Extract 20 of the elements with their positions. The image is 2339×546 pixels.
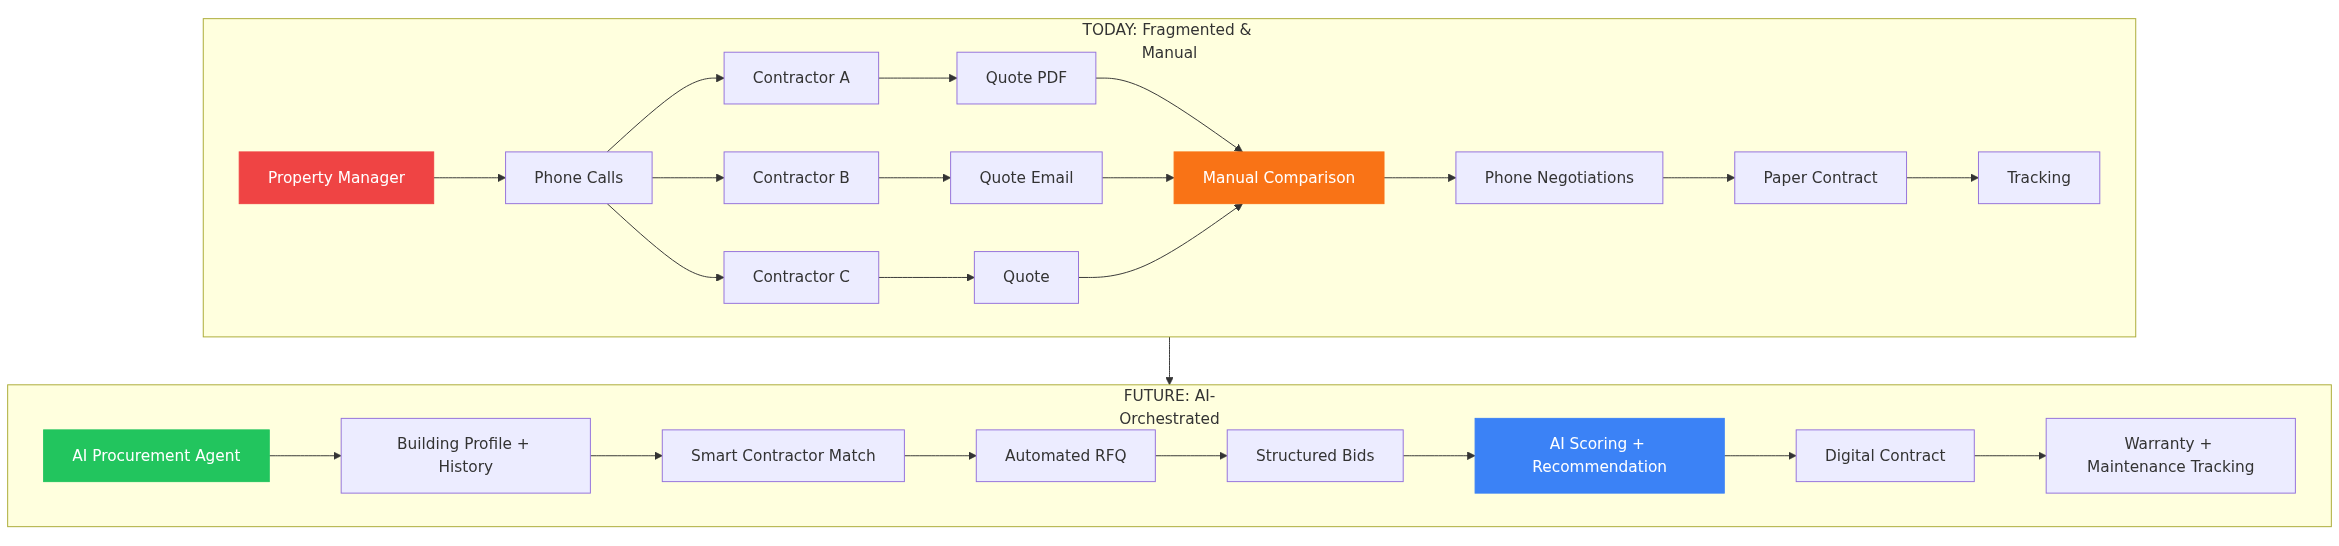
node-box: Structured Bids	[1226, 429, 1404, 483]
node-box: Property Manager	[238, 151, 435, 205]
node-box: Tracking	[1977, 151, 2101, 205]
node-box: Digital Contract	[1795, 429, 1975, 483]
node-box: AI Procurement Agent	[43, 429, 270, 483]
node-box: Quote Email	[950, 151, 1103, 205]
node-box: Contractor C	[723, 251, 880, 305]
node-box: Quote	[973, 251, 1079, 305]
node-box: Paper Contract	[1734, 151, 1908, 205]
node-box: Contractor A	[723, 52, 880, 105]
node-box: Automated RFQ	[975, 429, 1156, 483]
node-box: Contractor B	[723, 151, 880, 205]
node-box: Phone Calls	[505, 151, 653, 205]
node-box: Manual Comparison	[1173, 151, 1385, 205]
node-box: Phone Negotiations	[1455, 151, 1664, 205]
node-box: Quote PDF	[956, 52, 1097, 105]
node-box: Building Profile + History	[340, 418, 591, 494]
node-box: Smart Contractor Match	[661, 429, 905, 483]
node-box: AI Scoring + Recommendation	[1474, 418, 1725, 494]
node-box: Warranty + Maintenance Tracking	[2045, 418, 2296, 494]
